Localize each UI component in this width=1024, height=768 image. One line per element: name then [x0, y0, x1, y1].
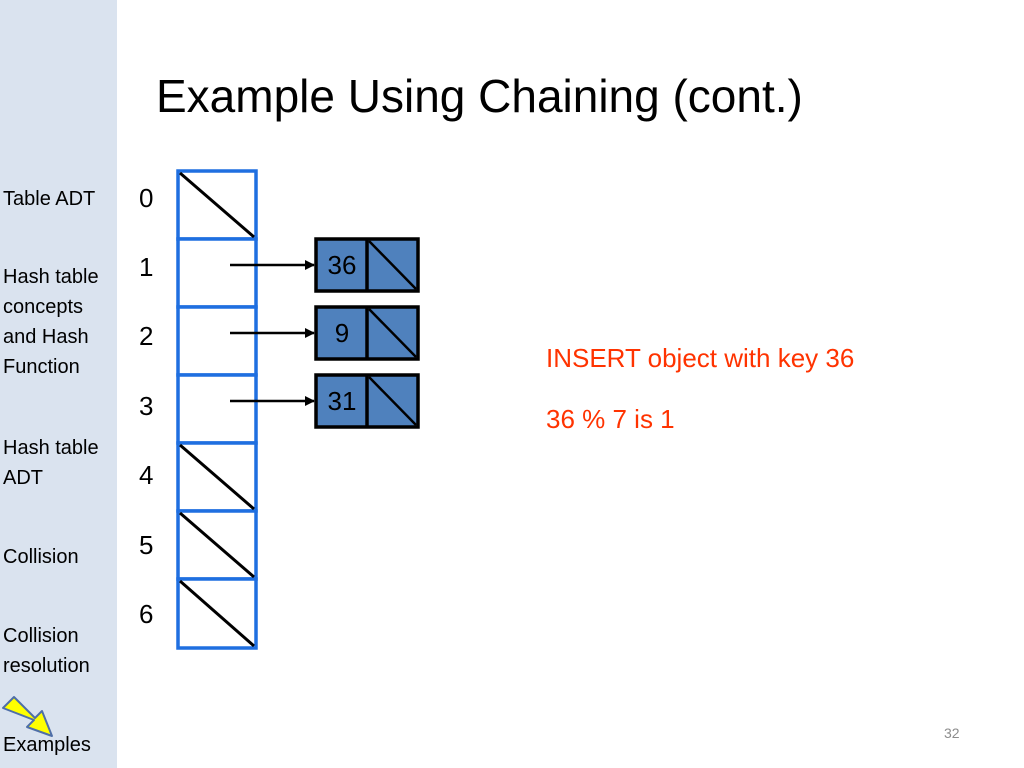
null-marker-slot-0: [179, 171, 255, 239]
slot-index-label: 3: [139, 391, 154, 421]
sidebar-item-collision-resolution[interactable]: Collision resolution: [3, 625, 90, 677]
slot-index-label: 5: [139, 530, 154, 560]
table-slot-2: [176, 305, 258, 377]
null-marker-slot-6: [179, 579, 255, 648]
yellow-arrow-icon: [2, 696, 53, 737]
sidebar-item-table-adt[interactable]: Table ADT: [3, 188, 96, 210]
slot-index-label: 0: [139, 183, 154, 213]
slot-index-label: 1: [139, 252, 154, 282]
slide-title: Example Using Chaining (cont.): [156, 70, 803, 122]
table-slot-3: [176, 373, 258, 445]
slide-number: 32: [944, 725, 960, 741]
chain-node-36: [314, 237, 420, 293]
sidebar-item-collision[interactable]: Collision: [3, 546, 79, 568]
chain-node-9: [314, 305, 420, 361]
slot-index-label: 4: [139, 460, 154, 490]
hash-table: [176, 169, 258, 650]
sidebar-item-examples[interactable]: Examples: [3, 734, 91, 756]
table-slot-1: [176, 237, 258, 309]
hash-computation-note: 36 % 7 is 1: [546, 404, 675, 434]
sidebar: Table ADT Hash table concepts and Hash F…: [0, 0, 117, 768]
chain-node-key: 36: [327, 250, 357, 280]
chain-node-key: 31: [327, 386, 357, 416]
null-marker-slot-4: [179, 443, 255, 511]
null-marker-slot-5: [179, 511, 255, 579]
chain-node-key: 9: [334, 318, 350, 348]
sidebar-item-hash-table-concepts[interactable]: Hash table concepts and Hash Function: [3, 266, 99, 378]
slot-index-label: 2: [139, 321, 154, 351]
chain-node-31: [314, 373, 420, 429]
sidebar-item-hash-table-adt[interactable]: Hash table ADT: [3, 437, 99, 489]
insert-note: INSERT object with key 36: [546, 343, 855, 373]
slot-index-label: 6: [139, 599, 154, 629]
